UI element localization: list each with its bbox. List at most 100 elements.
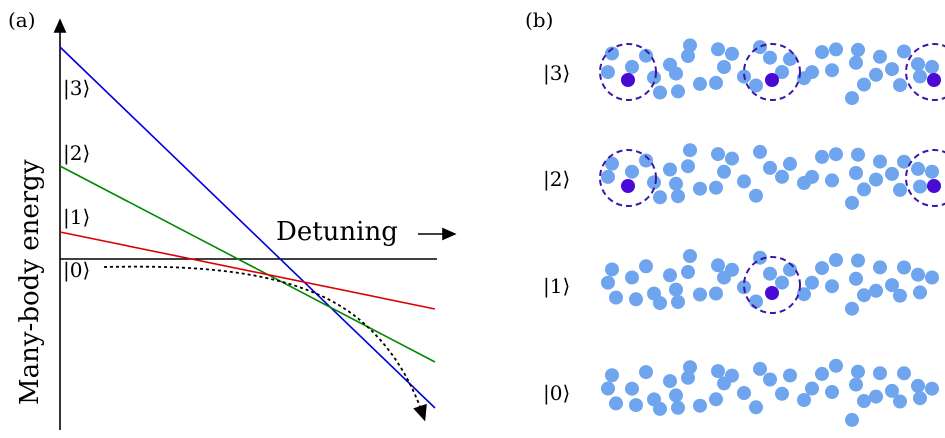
blockade-radius-circle xyxy=(905,149,945,207)
atom-array xyxy=(599,38,945,427)
ground-atom xyxy=(693,181,707,196)
ground-atom xyxy=(753,361,767,376)
ground-atom xyxy=(601,169,615,184)
ground-atom xyxy=(669,388,683,403)
rydberg-atom xyxy=(927,179,941,193)
ground-atom xyxy=(639,365,653,380)
ground-atom xyxy=(925,270,939,285)
ground-atom xyxy=(683,143,697,158)
ground-atom xyxy=(609,396,623,411)
ground-atom xyxy=(737,174,751,189)
ground-atom xyxy=(869,67,883,82)
ground-atom xyxy=(647,70,661,85)
ground-atom xyxy=(849,377,863,392)
atom-row-2 xyxy=(601,249,939,316)
ground-atom xyxy=(925,59,939,74)
ground-atom xyxy=(911,267,925,282)
ground-atom xyxy=(849,271,863,286)
atom-row-1 xyxy=(599,143,945,210)
ground-atom xyxy=(797,393,811,407)
ground-atom xyxy=(629,292,643,307)
ground-atom xyxy=(873,366,887,381)
ground-atom xyxy=(693,287,707,302)
ground-atom xyxy=(829,253,843,267)
atom-row-3 xyxy=(601,358,939,427)
ground-atom xyxy=(711,147,725,162)
ground-atom xyxy=(671,295,685,309)
blockade-radius-circle xyxy=(905,43,945,101)
rydberg-atom xyxy=(927,73,941,87)
row-2-ket-label: |2⟩ xyxy=(543,167,570,192)
ground-atom xyxy=(845,195,859,210)
panel-b: (b) |3⟩ |2⟩ |1⟩ |0⟩ xyxy=(525,8,945,427)
ground-atom xyxy=(829,147,843,162)
ground-atom xyxy=(897,366,911,381)
ground-atom xyxy=(857,288,871,303)
rydberg-atom xyxy=(621,73,635,87)
ground-atom xyxy=(625,164,639,179)
row-3-ket-label: |3⟩ xyxy=(543,61,570,86)
ground-atom xyxy=(893,394,907,409)
ground-atom xyxy=(605,46,619,61)
ground-atom xyxy=(653,296,667,311)
ground-atom xyxy=(725,368,739,383)
ground-atom xyxy=(913,69,927,84)
rydberg-atom xyxy=(765,286,779,300)
ground-atom xyxy=(763,372,777,387)
ground-atom xyxy=(845,301,859,316)
ground-atom xyxy=(601,65,615,80)
ground-atom xyxy=(753,40,767,55)
ground-atom xyxy=(647,175,661,190)
ground-atom xyxy=(893,78,907,93)
ground-atom xyxy=(857,394,871,408)
state-3-energy-line xyxy=(59,46,436,409)
ground-atom xyxy=(805,275,819,290)
ground-atom xyxy=(775,275,789,290)
ground-atom xyxy=(885,383,899,398)
ground-atom xyxy=(709,286,723,301)
ground-atom xyxy=(805,381,819,396)
ground-atom xyxy=(605,262,619,277)
ground-atom xyxy=(725,262,739,277)
ground-atom xyxy=(717,164,731,179)
ground-atom xyxy=(625,59,639,74)
ground-atom xyxy=(669,176,683,191)
rydberg-atom xyxy=(621,179,635,193)
ground-atom xyxy=(845,412,859,427)
ground-atom xyxy=(897,44,911,59)
ground-atom xyxy=(737,386,751,400)
ground-atom xyxy=(849,166,863,180)
ground-atom xyxy=(851,42,865,57)
ground-atom xyxy=(763,266,777,281)
ground-atom xyxy=(749,400,763,415)
ground-atom xyxy=(601,275,615,290)
ground-atom xyxy=(825,279,839,294)
ket-3-label: |3⟩ xyxy=(63,76,90,101)
ground-atom xyxy=(763,50,777,65)
ground-atom xyxy=(693,398,707,413)
ket-1-label: |1⟩ xyxy=(63,205,90,230)
ground-atom xyxy=(717,60,731,74)
ground-atom xyxy=(639,48,653,63)
ground-atom xyxy=(749,294,763,309)
ground-atom xyxy=(873,154,887,169)
blockade-radius-circle xyxy=(743,256,801,314)
ground-atom xyxy=(775,65,789,79)
ground-atom xyxy=(897,154,911,169)
ground-atom xyxy=(671,400,685,415)
ground-atom xyxy=(885,62,899,77)
ground-atom xyxy=(925,164,939,179)
atom-row-0 xyxy=(599,38,945,106)
ground-atom xyxy=(829,42,843,57)
ground-atom xyxy=(663,374,677,389)
ground-atom xyxy=(711,42,725,57)
ground-atom xyxy=(653,190,667,205)
ground-atom xyxy=(711,258,725,273)
row-1-ket-label: |1⟩ xyxy=(543,274,570,299)
ground-atom xyxy=(851,147,865,162)
y-axis-label: Many-body energy xyxy=(15,159,45,405)
ground-atom xyxy=(605,156,619,171)
ground-atom xyxy=(873,49,887,64)
adiabatic-path-arrow xyxy=(103,265,427,422)
